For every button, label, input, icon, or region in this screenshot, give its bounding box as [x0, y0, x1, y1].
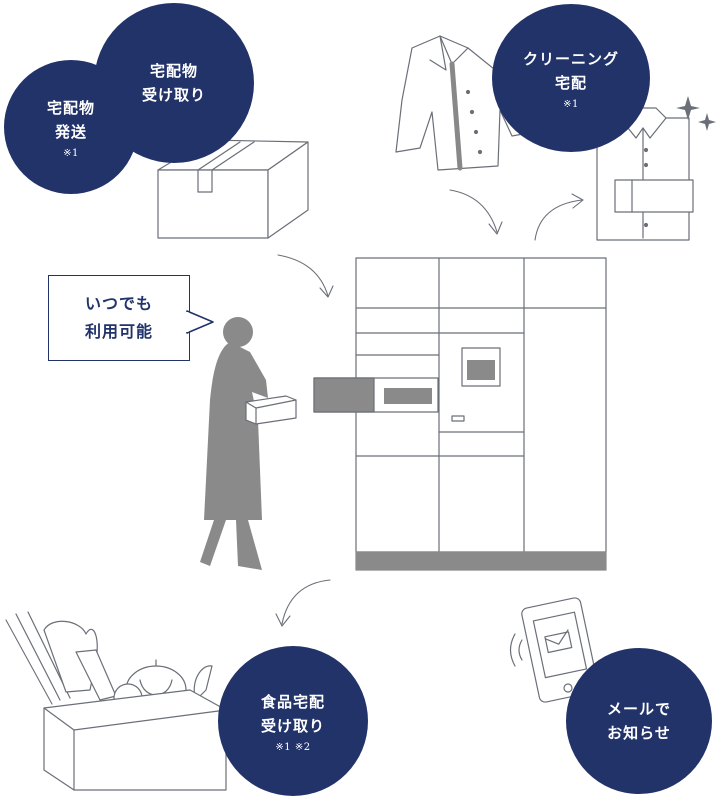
food-delivery-note: ※1 ※2: [275, 741, 311, 753]
send-parcel-circle: 宅配物 発送 ※1: [4, 60, 138, 194]
cleaning-circle: クリーニング 宅配 ※1: [492, 4, 650, 152]
food-delivery-label: 食品宅配 受け取り: [260, 692, 325, 735]
smartphone-icon: [509, 597, 599, 703]
cleaning-label: クリーニング 宅配: [522, 49, 619, 92]
held-package: [245, 395, 297, 425]
food-delivery-circle: 食品宅配 受け取り ※1 ※2: [218, 646, 368, 796]
send-parcel-note: ※1: [63, 147, 79, 159]
person-silhouette: [200, 317, 268, 570]
sparkle-icon: [676, 96, 716, 131]
receive-parcel-label: 宅配物 受け取り: [141, 62, 206, 104]
parcel-box-icon: [157, 139, 309, 239]
locker-cabinet: [313, 257, 607, 571]
folded-shirt-icon: [596, 107, 694, 241]
mail-notify-label: メールで お知らせ: [606, 700, 671, 742]
mail-notify-circle: メールで お知らせ: [566, 648, 712, 794]
send-parcel-label: 宅配物 発送: [46, 98, 95, 141]
cleaning-note: ※1: [563, 98, 579, 110]
anytime-speech-bubble: いつでも 利用可能: [48, 275, 190, 361]
shirt-icon: [395, 35, 535, 171]
arrow-icon: [275, 189, 584, 627]
vegetable-box-icon: [5, 611, 227, 791]
anytime-label: いつでも 利用可能: [84, 294, 153, 341]
